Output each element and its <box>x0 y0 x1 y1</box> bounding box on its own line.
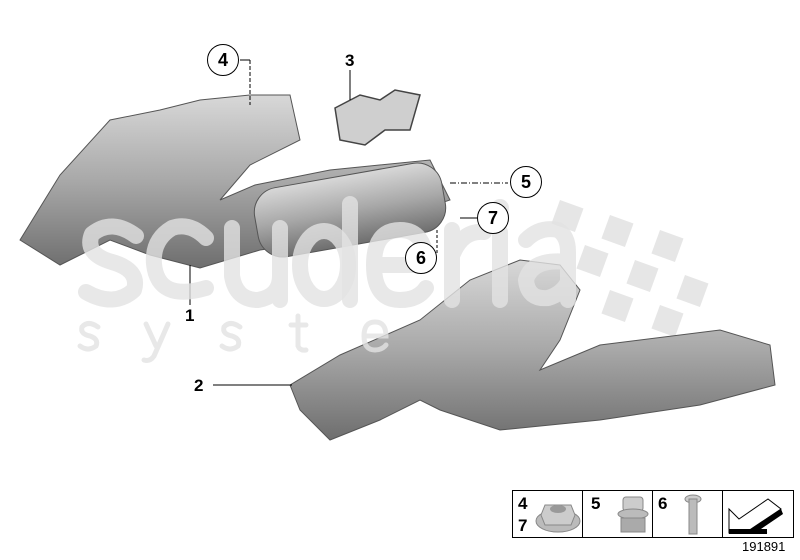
callout-3[interactable]: 3 <box>345 51 355 70</box>
flag-watermark <box>551 199 709 338</box>
callout-5[interactable]: 5 <box>510 166 542 198</box>
legend-cell-nut[interactable]: 4 7 <box>513 491 583 537</box>
flange-nut-icon <box>535 504 581 533</box>
callout-4[interactable]: 4 <box>207 44 239 76</box>
arrow-icon <box>728 498 783 534</box>
legend-cell-arrow[interactable] <box>723 491 793 537</box>
callout-2[interactable]: 2 <box>194 376 204 395</box>
legend-number: 7 <box>518 516 528 535</box>
screw-plug-icon <box>617 496 649 533</box>
legend-cell-stud[interactable]: 6 <box>653 491 723 537</box>
callout-1[interactable]: 1 <box>185 306 195 325</box>
gasket-3[interactable] <box>334 89 421 146</box>
legend-number: 5 <box>591 494 601 513</box>
legend-number: 4 <box>518 494 528 513</box>
fastener-legend: 4 7 5 6 <box>512 490 794 538</box>
callout-7[interactable]: 7 <box>477 202 509 234</box>
legend-number: 6 <box>658 494 668 513</box>
document-number: 191891 <box>742 539 786 554</box>
callout-6[interactable]: 6 <box>405 242 437 274</box>
leader-lines <box>189 59 508 386</box>
stud-bolt-icon <box>684 494 702 535</box>
legend-cell-plug[interactable]: 5 <box>583 491 653 537</box>
